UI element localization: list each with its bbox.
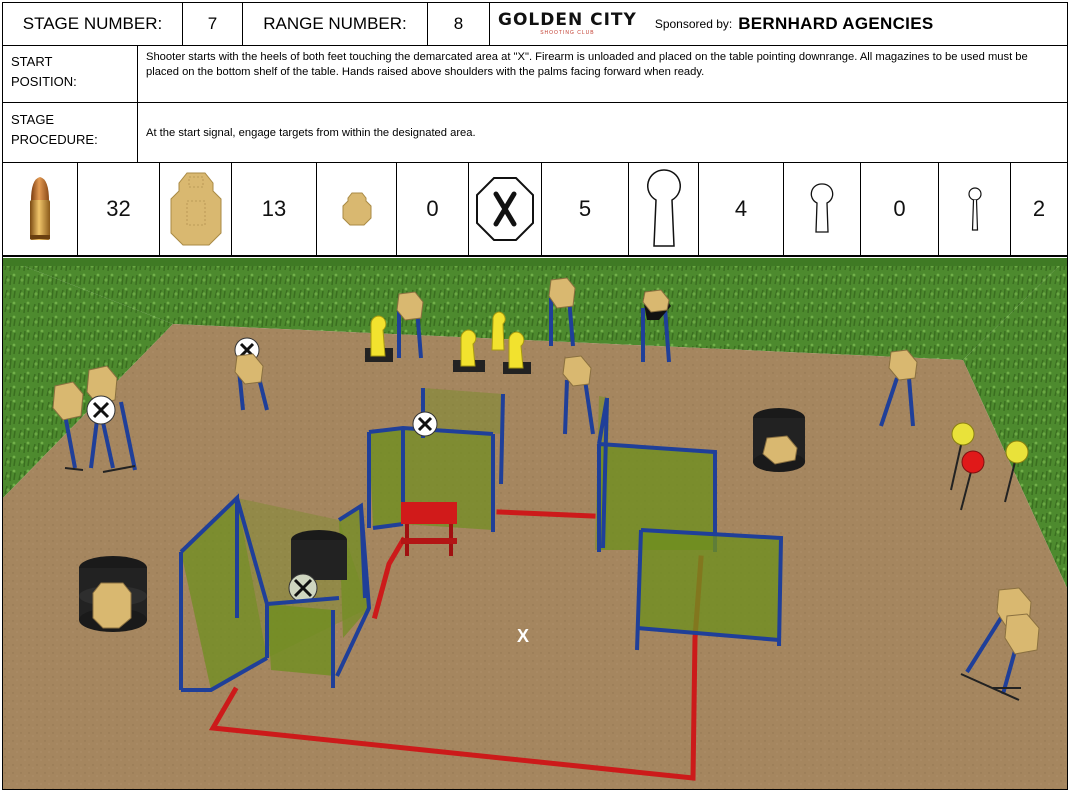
range-number-label: RANGE NUMBER: [243,3,428,45]
stage-procedure-text: At the start signal, engage targets from… [138,103,1067,162]
start-position-label-line1: START [11,52,129,72]
target-summary-row: 32 13 0 5 [3,163,1067,257]
tyre-stack-left [79,556,147,632]
stage-number-label: STAGE NUMBER: [3,3,183,45]
no-shoots-count: 5 [579,196,591,222]
no-shoot-icon-cell [469,163,542,255]
start-position-label: START POSITION: [3,46,138,102]
start-position-marker: X [517,626,529,646]
large-popper-icon [646,168,682,250]
ipsc-target-icon-cell [160,163,232,255]
stage-layout-drawing: X [3,258,1067,790]
plate-icon-cell [939,163,1011,255]
start-position-label-line2: POSITION: [11,72,129,92]
stage-procedure-row: STAGE PROCEDURE: At the start signal, en… [3,103,1067,163]
stage-procedure-label-line1: STAGE [11,110,129,130]
sponsor-name: BERNHARD AGENCIES [738,14,933,34]
mini-targets-count: 0 [426,196,438,222]
large-poppers-count-cell: 4 [699,163,784,255]
large-popper-icon-cell [629,163,699,255]
plates-count-cell: 2 [1011,163,1067,255]
stage-number-label-text: STAGE NUMBER: [23,14,162,34]
medium-popper-icon-cell [784,163,861,255]
rounds-count-cell: 32 [78,163,160,255]
no-shoot-icon [475,176,535,242]
range-number-value-text: 8 [454,14,463,34]
club-sponsor-cell: GOLDEN CITY SHOOTING CLUB Sponsored by: … [490,3,1067,45]
plate-icon [966,186,984,232]
club-name: GOLDEN CITY [498,12,637,29]
medium-poppers-count: 0 [893,196,905,222]
ipsc-targets-count: 13 [262,196,286,222]
medium-poppers-count-cell: 0 [861,163,939,255]
header-row: STAGE NUMBER: 7 RANGE NUMBER: 8 GOLDEN C… [3,3,1067,46]
tyre-stack-right [753,408,805,472]
mini-targets-count-cell: 0 [397,163,469,255]
stage-number-value-text: 7 [208,14,217,34]
stage-number-value: 7 [183,3,243,45]
stage-procedure-label-line2: PROCEDURE: [11,130,129,150]
back-berm-top [3,258,1067,266]
stage-procedure-label: STAGE PROCEDURE: [3,103,138,162]
range-number-value: 8 [428,3,490,45]
range-floor [3,324,1067,790]
no-shoots-count-cell: 5 [542,163,629,255]
club-subtitle: SHOOTING CLUB [540,31,594,36]
club-logo: GOLDEN CITY SHOOTING CLUB [498,12,637,36]
sponsor-label: Sponsored by: [655,17,732,31]
start-position-row: START POSITION: Shooter starts with the … [3,46,1067,103]
medium-popper-icon [810,182,834,236]
ipsc-target-icon [167,171,225,247]
range-number-label-text: RANGE NUMBER: [263,14,407,34]
mini-target-icon-cell [317,163,397,255]
bullet-icon-cell [3,163,78,255]
start-position-text: Shooter starts with the heels of both fe… [138,46,1067,102]
mini-target-icon [341,192,373,226]
bullet-icon [25,175,55,243]
plates-count: 2 [1033,196,1045,222]
ipsc-targets-count-cell: 13 [232,163,317,255]
large-poppers-count: 4 [735,196,747,222]
rounds-count: 32 [106,196,130,222]
